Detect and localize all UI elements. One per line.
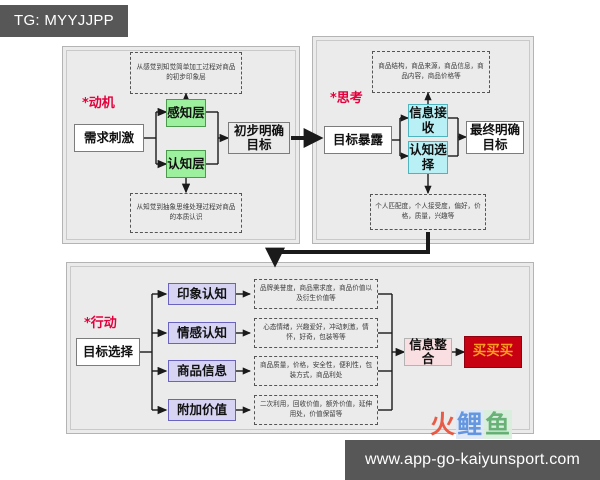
node-cognitive-choice: 认知选择 [408, 141, 448, 174]
note-perception: 从感觉到知觉简单加工过程对商品的初步印象层 [130, 52, 242, 94]
note-added-value: 二次利用，回收价值，额外价值，延伸用处，价值保留等 [254, 395, 378, 425]
watermark-char-fire: 火 [430, 410, 457, 439]
note-impression: 品牌美誉度，商品需求度，商品价值以及衍生价值等 [254, 279, 378, 309]
watermark-char-carp: 鲤 [456, 410, 485, 439]
node-goal-exposure: 目标暴露 [324, 126, 392, 154]
section-label-motive: *动机 [82, 96, 115, 111]
node-goal-select: 目标选择 [76, 338, 140, 366]
note-emotional: 心态情绪，兴趣爱好，冲动刺激，情怀，好奇，包装等等 [254, 318, 378, 348]
node-buy-buy-buy: 买买买 [464, 336, 522, 368]
watermark-logo: 火鲤鱼 [430, 405, 513, 441]
note-cognitive-choice: 个人匹配度，个人接受度，偏好，价格，质量，兴趣等 [370, 194, 486, 230]
node-final-goal: 最终明确目标 [466, 121, 524, 154]
watermark-char-fish: 鱼 [484, 410, 513, 439]
note-info-receive: 商品结构，商品来源，商品信息，商品内容，商品价格等 [372, 51, 490, 93]
node-emotional-cognition: 情感认知 [168, 322, 236, 344]
node-initial-goal: 初步明确目标 [228, 122, 290, 154]
note-product: 商品质量，价格，安全性，便利性，包装方式，商品利处 [254, 356, 378, 386]
node-perception-layer: 感知层 [166, 99, 206, 127]
section-label-action: *行动 [84, 316, 117, 331]
tg-tag: TG: MYYJJPP [0, 5, 128, 37]
node-added-value: 附加价值 [168, 399, 236, 421]
node-product-info: 商品信息 [168, 360, 236, 382]
note-cognition: 从知觉到抽象思维处理过程对商品的本质认识 [130, 193, 242, 233]
footer-url: www.app-go-kaiyunsport.com [345, 440, 600, 480]
node-info-integration: 信息整合 [404, 337, 452, 366]
node-need-stimulus: 需求刺激 [74, 124, 144, 152]
node-info-receive: 信息接收 [408, 104, 448, 137]
section-label-think: *思考 [330, 91, 363, 106]
node-impression-cognition: 印象认知 [168, 283, 236, 305]
node-cognition-layer: 认知层 [166, 150, 206, 178]
